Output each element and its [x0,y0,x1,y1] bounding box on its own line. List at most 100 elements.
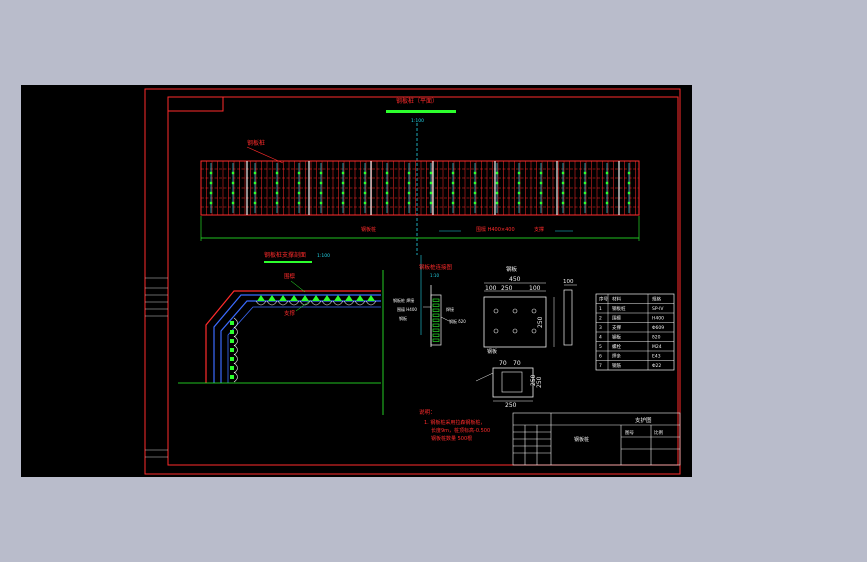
plan-node [451,201,455,205]
plan-node [363,181,367,185]
table-cell: 1 [599,306,602,312]
plan-node [275,201,279,205]
plan-node [429,201,433,205]
main-title: 钢板桩（平面） [396,97,438,105]
plan-node [385,181,389,185]
plate2-label: 钢板 [487,348,497,355]
title-block-project: 支护图 [635,416,652,424]
plan-node [473,191,477,195]
title-block-scale: 比例 [654,429,663,436]
table-cell: Φ22 [652,363,661,369]
detail-bolt [432,313,440,317]
section-arc [288,300,300,306]
detail-bolt [432,333,440,337]
table-cell: 支撑 [612,324,621,331]
table-cell: H400 [652,316,664,322]
section-node [230,348,234,352]
plan-node [319,171,323,175]
plan-pile-wall [200,160,640,216]
section-blue-inner2 [227,306,381,383]
plan-node [517,171,521,175]
plan-node [209,171,213,175]
plan-node [517,181,521,185]
outer-frame [144,88,681,475]
plan-node [451,191,455,195]
svg-text:围檩 H400: 围檩 H400 [397,306,417,312]
note-line-3: 钢板桩数量 500根 [431,435,472,442]
svg-text:钢板: 钢板 [399,315,407,321]
corner-box [167,96,224,112]
plan-node [319,191,323,195]
plan-node [451,171,455,175]
plan-node [297,191,301,195]
plan-node [275,181,279,185]
table-cell: 钢板桩 [612,305,626,312]
section-node [230,339,234,343]
plan-node [495,181,499,185]
section-arc [233,353,238,365]
table-cell: 3 [599,325,602,331]
section-node [230,321,234,325]
plan-grid [200,161,639,215]
section-arc [233,371,238,383]
section-blue-inner [220,300,381,383]
plan-node [473,201,477,205]
title-block-name: 钢板桩 [574,436,589,443]
plan-node [407,191,411,195]
section-nodes [230,295,377,383]
cad-drawing-canvas[interactable]: 钢板桩（平面） 1:100 钢板桩 钢板桩 围檩 H400×400 支撑 钢板桩… [21,85,692,477]
section-arc [233,335,238,347]
plan-node [319,181,323,185]
plan-node [583,171,587,175]
plan-node [385,171,389,175]
section-label-a: 围檩 [284,272,296,280]
section-label-b: 支撑 [284,309,296,317]
plate-dim-4: 100 [529,285,541,292]
plan-node [407,201,411,205]
section-node [312,295,320,301]
plan-node [495,171,499,175]
table-cell: 5 [599,344,602,350]
plan-node [253,181,257,185]
plate2-dim-3: 250 [530,374,537,386]
dim-right: 支撑 [534,226,544,233]
notes-title: 说明： [419,408,436,416]
section-arc [321,300,333,306]
plan-node [341,181,345,185]
table-cell: SP-IV [652,306,664,312]
inner-frame [167,96,679,466]
section-arc [233,326,238,338]
plan-node [275,171,279,175]
plan-node [297,201,301,205]
plan-node [583,181,587,185]
section-arc [310,300,322,306]
plan-node [209,191,213,195]
dim-left: 钢板桩 [361,226,376,233]
plan-node [363,201,367,205]
plan-node [429,171,433,175]
title-block-sheet: 图号 [625,430,634,436]
section-node [230,375,234,379]
plan-node [297,171,301,175]
table-header-cell: 材料 [612,296,621,303]
section-node [323,295,331,301]
plan-node [231,201,235,205]
table-cell: 螺栓 [612,343,621,350]
note-line-1: 1. 钢板桩采用拉森钢板桩， [424,419,485,426]
section-arc [299,300,311,306]
plan-node [605,181,609,185]
plan-node [253,171,257,175]
plan-label: 钢板桩 [247,139,265,147]
plan-node [517,191,521,195]
table-cell: E43 [652,354,661,360]
plan-node [627,191,631,195]
table-cell: 围檩 [612,315,621,322]
detail-bolt [432,323,440,327]
plate2-dim-2: 70 [513,360,521,367]
section-node [230,366,234,370]
binding-strip [145,277,168,458]
detail-title: 钢板桩连接图 [419,263,453,271]
plan-node [539,201,543,205]
plan-node [407,171,411,175]
